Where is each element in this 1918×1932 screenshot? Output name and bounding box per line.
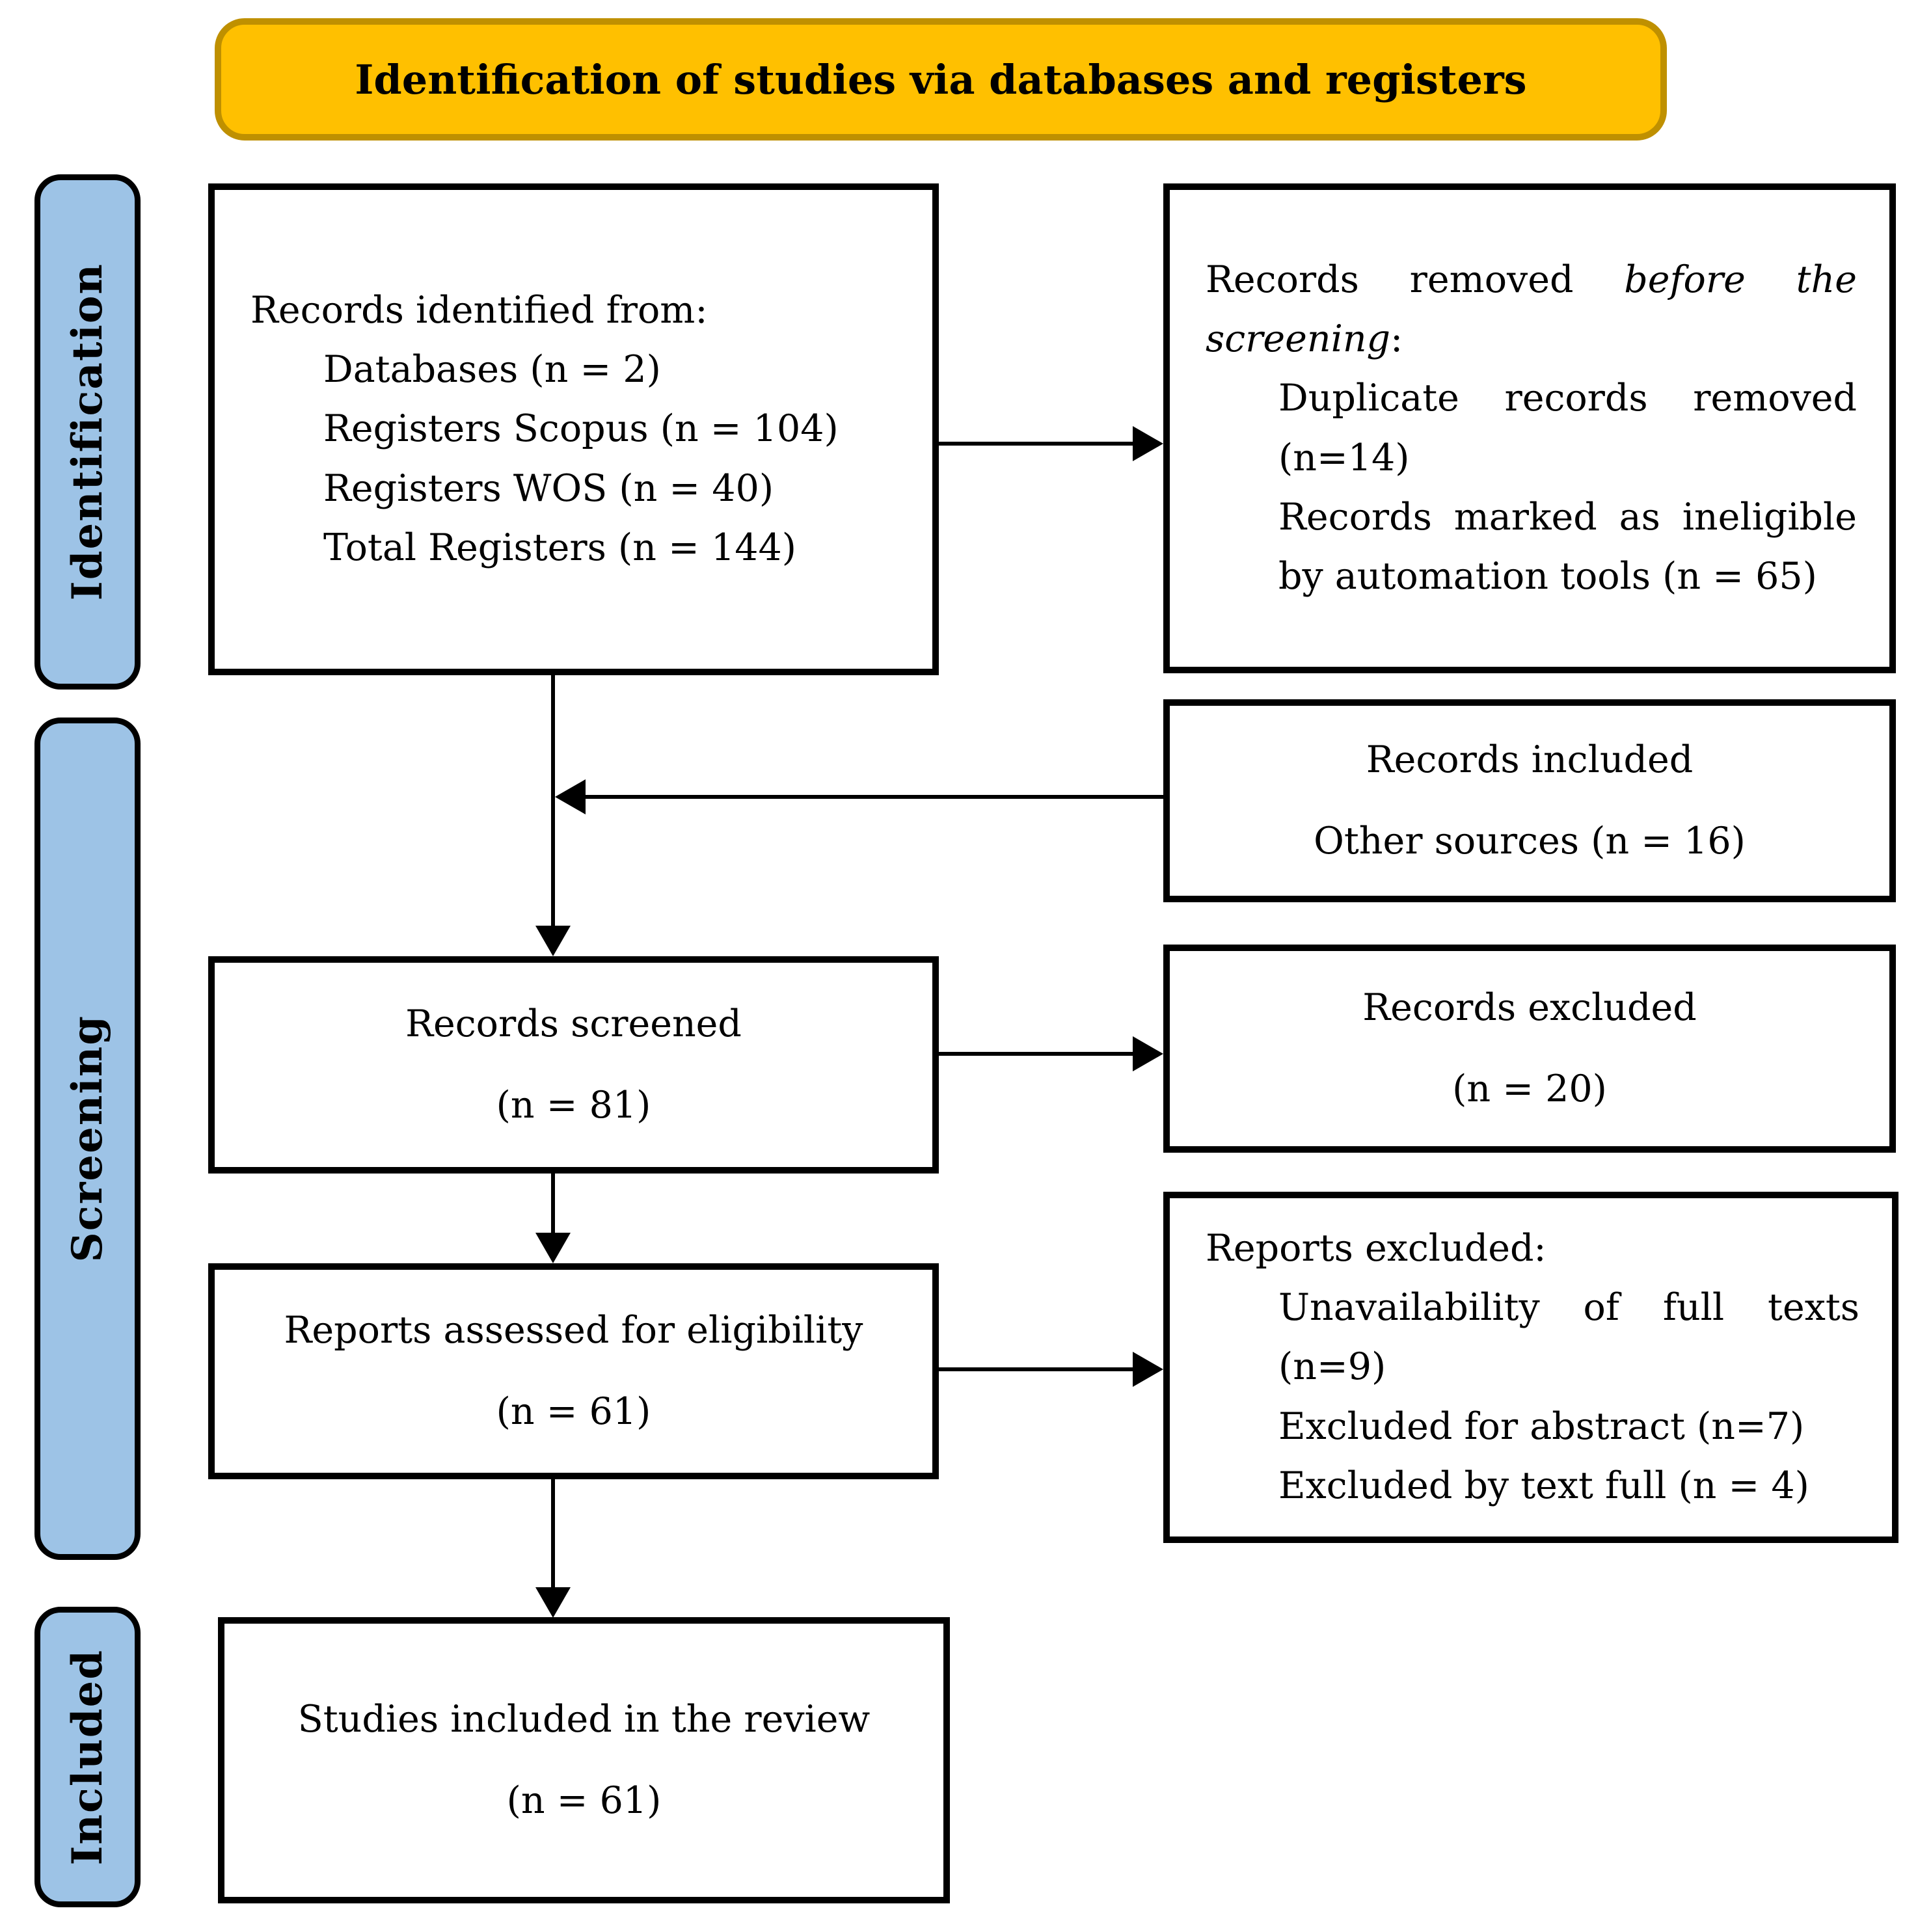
records-screened-line: Records screened — [405, 1002, 742, 1046]
stage-label-screening-text: Screening — [63, 1015, 112, 1263]
arrow-screened-to-excluded-head-icon — [1133, 1036, 1163, 1071]
box-records-identified: Records identified from: Databases (n = … — [208, 183, 939, 675]
arrow-assessed-to-reports-excluded-head-icon — [1133, 1352, 1163, 1387]
records-identified-item-registers-scopus: Registers Scopus (n = 104) — [323, 407, 839, 451]
arrow-screened-to-excluded-line — [939, 1052, 1139, 1056]
arrow-identified-to-screened-line — [551, 675, 555, 930]
records-removed-header-italic: before the screening — [1206, 258, 1857, 361]
records-excluded-count: (n = 20) — [1452, 1067, 1607, 1110]
arrow-screened-to-assessed-head-icon — [535, 1233, 571, 1263]
other-sources-count: Other sources (n = 16) — [1314, 820, 1746, 863]
records-identified-item-registers-wos: Registers WOS (n = 40) — [323, 466, 774, 510]
banner-title: Identification of studies via databases … — [355, 55, 1527, 103]
stage-label-included: Included — [34, 1607, 141, 1907]
studies-included-count: (n = 61) — [506, 1779, 662, 1822]
reports-assessed-line: Reports assessed for eligibility — [284, 1309, 863, 1352]
arrow-assessed-to-included-line — [551, 1478, 555, 1590]
reports-excluded-item-full-text: Excluded by text full (n = 4) — [1278, 1464, 1809, 1507]
records-identified-item-databases: Databases (n = 2) — [323, 348, 661, 392]
box-reports-assessed: Reports assessed for eligibility (n = 61… — [208, 1263, 939, 1479]
arrow-identified-to-screened-head-icon — [535, 926, 571, 956]
stage-label-identification-text: Identification — [63, 263, 112, 601]
arrow-assessed-to-reports-excluded-line — [939, 1367, 1139, 1371]
arrow-identified-to-removed-head-icon — [1133, 426, 1163, 461]
records-removed-header: Records removed before the screening: — [1206, 250, 1857, 369]
records-removed-item-ineligible: Records marked as ineligible by automati… — [1278, 495, 1857, 598]
reports-excluded-header: Reports excluded: — [1206, 1227, 1547, 1270]
banner: Identification of studies via databases … — [215, 18, 1667, 141]
studies-included-line: Studies included in the review — [297, 1698, 871, 1741]
box-records-removed: Records removed before the screening: Du… — [1163, 183, 1896, 673]
records-removed-header-suffix: : — [1390, 317, 1403, 361]
stage-label-identification: Identification — [34, 174, 141, 690]
box-records-excluded: Records excluded (n = 20) — [1163, 945, 1896, 1153]
arrow-other-sources-to-flow-line — [583, 795, 1163, 799]
box-reports-excluded: Reports excluded: Unavailability of full… — [1163, 1192, 1898, 1543]
records-included-line: Records included — [1366, 738, 1694, 782]
records-identified-item-total-registers: Total Registers (n = 144) — [323, 526, 797, 569]
records-screened-count: (n = 81) — [496, 1084, 651, 1127]
box-studies-included: Studies included in the review (n = 61) — [218, 1617, 950, 1903]
reports-assessed-count: (n = 61) — [496, 1390, 651, 1433]
records-removed-header-prefix: Records removed — [1206, 258, 1625, 301]
reports-excluded-item-abstract: Excluded for abstract (n=7) — [1278, 1404, 1805, 1448]
box-records-included-other-sources: Records included Other sources (n = 16) — [1163, 699, 1896, 902]
arrow-identified-to-removed-line — [939, 442, 1139, 446]
records-removed-item-duplicates: Duplicate records removed (n=14) — [1278, 377, 1857, 479]
records-excluded-line: Records excluded — [1362, 986, 1697, 1030]
reports-excluded-item-unavailability: Unavailability of full texts (n=9) — [1278, 1286, 1859, 1389]
arrow-other-sources-to-flow-head-icon — [555, 779, 586, 814]
box-records-screened: Records screened (n = 81) — [208, 956, 939, 1174]
arrow-assessed-to-included-head-icon — [535, 1587, 571, 1618]
arrow-screened-to-assessed-line — [551, 1171, 555, 1236]
records-identified-header: Records identified from: — [250, 289, 708, 332]
stage-label-included-text: Included — [63, 1648, 112, 1866]
stage-label-screening: Screening — [34, 718, 141, 1560]
